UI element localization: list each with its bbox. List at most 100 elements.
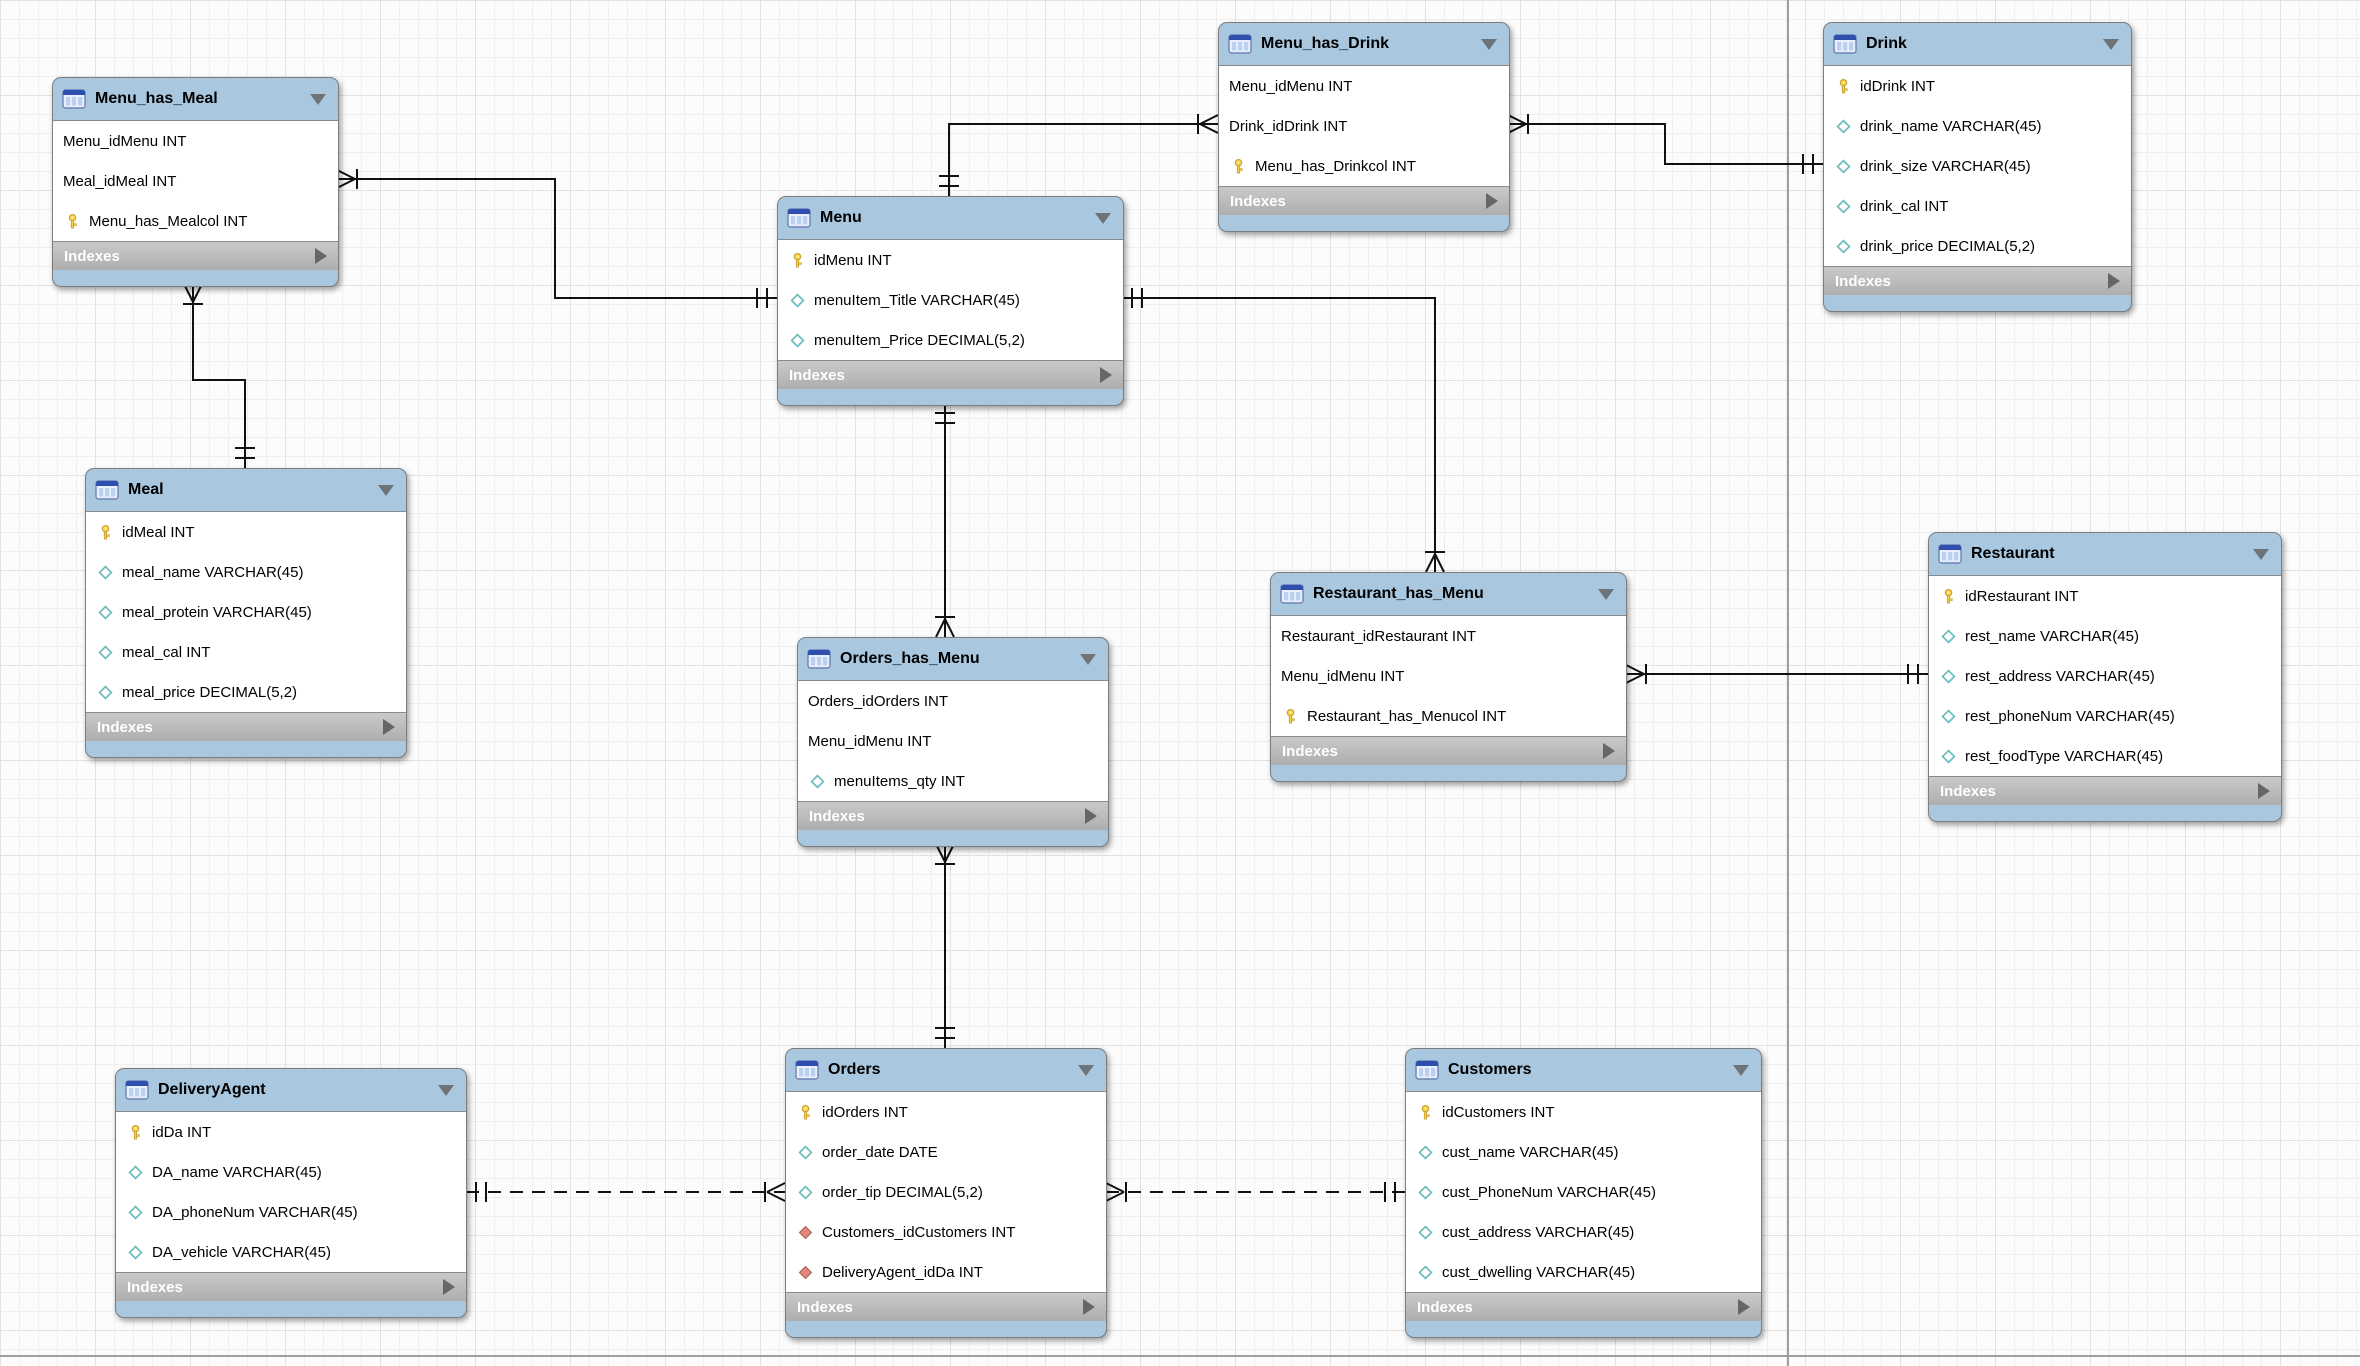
table-header[interactable]: Restaurant	[1929, 533, 2281, 575]
expand-arrow-icon[interactable]	[1603, 743, 1615, 759]
relationship-menu_has_meal-to-menu[interactable]	[336, 169, 777, 308]
expand-arrow-icon[interactable]	[1738, 1299, 1750, 1315]
column-row[interactable]: cust_dwelling VARCHAR(45)	[1406, 1252, 1761, 1292]
column-row[interactable]: DA_phoneNum VARCHAR(45)	[116, 1192, 466, 1232]
table-header[interactable]: Menu_has_Drink	[1219, 23, 1509, 65]
expand-arrow-icon[interactable]	[383, 719, 395, 735]
column-row[interactable]: Drink_idDrink INT	[1219, 106, 1509, 146]
relationship-menu_has_meal-to-meal[interactable]	[183, 283, 255, 468]
expand-arrow-icon[interactable]	[1083, 1299, 1095, 1315]
relationship-orders-to-customers[interactable]	[1105, 1182, 1405, 1202]
indexes-bar[interactable]: Indexes	[1929, 777, 2281, 805]
column-row[interactable]: idCustomers INT	[1406, 1092, 1761, 1132]
column-row[interactable]: Customers_idCustomers INT	[786, 1212, 1106, 1252]
indexes-bar[interactable]: Indexes	[1271, 737, 1626, 765]
table-header[interactable]: Orders_has_Menu	[798, 638, 1108, 680]
expand-arrow-icon[interactable]	[2258, 783, 2270, 799]
collapse-arrow-icon[interactable]	[438, 1084, 454, 1096]
collapse-arrow-icon[interactable]	[1078, 1064, 1094, 1076]
column-row[interactable]: Menu_idMenu INT	[798, 721, 1108, 761]
relationship-menu_has_drink-to-menu[interactable]	[939, 114, 1219, 196]
indexes-bar[interactable]: Indexes	[786, 1293, 1106, 1321]
indexes-bar[interactable]: Indexes	[798, 802, 1108, 830]
relationship-menu-to-orders_has_menu[interactable]	[935, 403, 955, 638]
column-row[interactable]: drink_cal INT	[1824, 186, 2131, 226]
column-row[interactable]: drink_name VARCHAR(45)	[1824, 106, 2131, 146]
table-header[interactable]: Menu	[778, 197, 1123, 239]
column-row[interactable]: Restaurant_idRestaurant INT	[1271, 616, 1626, 656]
column-row[interactable]: cust_name VARCHAR(45)	[1406, 1132, 1761, 1172]
column-row[interactable]: idDrink INT	[1824, 66, 2131, 106]
column-row[interactable]: cust_address VARCHAR(45)	[1406, 1212, 1761, 1252]
relationship-orders_has_menu-to-orders[interactable]	[935, 843, 955, 1048]
table-header[interactable]: Customers	[1406, 1049, 1761, 1091]
column-row[interactable]: idMeal INT	[86, 512, 406, 552]
column-row[interactable]: idOrders INT	[786, 1092, 1106, 1132]
indexes-bar[interactable]: Indexes	[1824, 267, 2131, 295]
table-header[interactable]: Menu_has_Meal	[53, 78, 338, 120]
expand-arrow-icon[interactable]	[1085, 808, 1097, 824]
indexes-bar[interactable]: Indexes	[778, 361, 1123, 389]
column-row[interactable]: menuItem_Title VARCHAR(45)	[778, 280, 1123, 320]
column-row[interactable]: meal_protein VARCHAR(45)	[86, 592, 406, 632]
collapse-arrow-icon[interactable]	[1080, 653, 1096, 665]
column-row[interactable]: DA_name VARCHAR(45)	[116, 1152, 466, 1192]
column-row[interactable]: Meal_idMeal INT	[53, 161, 338, 201]
expand-arrow-icon[interactable]	[443, 1279, 455, 1295]
table-header[interactable]: DeliveryAgent	[116, 1069, 466, 1111]
column-row[interactable]: Menu_idMenu INT	[1271, 656, 1626, 696]
column-row[interactable]: meal_name VARCHAR(45)	[86, 552, 406, 592]
column-row[interactable]: rest_address VARCHAR(45)	[1929, 656, 2281, 696]
column-row[interactable]: cust_PhoneNum VARCHAR(45)	[1406, 1172, 1761, 1212]
collapse-arrow-icon[interactable]	[1733, 1064, 1749, 1076]
table-header[interactable]: Orders	[786, 1049, 1106, 1091]
column-row[interactable]: order_date DATE	[786, 1132, 1106, 1172]
collapse-arrow-icon[interactable]	[1481, 38, 1497, 50]
relationship-menu-to-restaurant_has_menu[interactable]	[1122, 288, 1445, 573]
indexes-bar[interactable]: Indexes	[86, 713, 406, 741]
indexes-bar[interactable]: Indexes	[116, 1273, 466, 1301]
column-row[interactable]: Menu_idMenu INT	[1219, 66, 1509, 106]
column-row[interactable]: DA_vehicle VARCHAR(45)	[116, 1232, 466, 1272]
column-row[interactable]: DeliveryAgent_idDa INT	[786, 1252, 1106, 1292]
collapse-arrow-icon[interactable]	[378, 484, 394, 496]
column-row[interactable]: Menu_has_Drinkcol INT	[1219, 146, 1509, 186]
expand-arrow-icon[interactable]	[1486, 193, 1498, 209]
collapse-arrow-icon[interactable]	[310, 93, 326, 105]
column-row[interactable]: meal_cal INT	[86, 632, 406, 672]
relationship-deliveryagent-to-orders[interactable]	[466, 1182, 786, 1202]
column-row[interactable]: idDa INT	[116, 1112, 466, 1152]
column-row[interactable]: rest_foodType VARCHAR(45)	[1929, 736, 2281, 776]
column-row[interactable]: menuItems_qty INT	[798, 761, 1108, 801]
table-header[interactable]: Restaurant_has_Menu	[1271, 573, 1626, 615]
collapse-arrow-icon[interactable]	[1598, 588, 1614, 600]
indexes-bar[interactable]: Indexes	[1219, 187, 1509, 215]
column-row[interactable]: Menu_idMenu INT	[53, 121, 338, 161]
column-row[interactable]: menuItem_Price DECIMAL(5,2)	[778, 320, 1123, 360]
expand-arrow-icon[interactable]	[2108, 273, 2120, 289]
expand-arrow-icon[interactable]	[315, 248, 327, 264]
column-row[interactable]: Restaurant_has_Menucol INT	[1271, 696, 1626, 736]
collapse-arrow-icon[interactable]	[1095, 212, 1111, 224]
table-header[interactable]: Meal	[86, 469, 406, 511]
relationship-restaurant_has_menu-to-restaurant[interactable]	[1625, 664, 1928, 684]
column-row[interactable]: idRestaurant INT	[1929, 576, 2281, 616]
collapse-arrow-icon[interactable]	[2253, 548, 2269, 560]
relationship-menu_has_drink-to-drink[interactable]	[1507, 114, 1823, 174]
column-row[interactable]: rest_phoneNum VARCHAR(45)	[1929, 696, 2281, 736]
collapse-arrow-icon[interactable]	[2103, 38, 2119, 50]
column-row[interactable]: rest_name VARCHAR(45)	[1929, 616, 2281, 656]
indexes-bar[interactable]: Indexes	[53, 242, 338, 270]
column-row[interactable]: idMenu INT	[778, 240, 1123, 280]
